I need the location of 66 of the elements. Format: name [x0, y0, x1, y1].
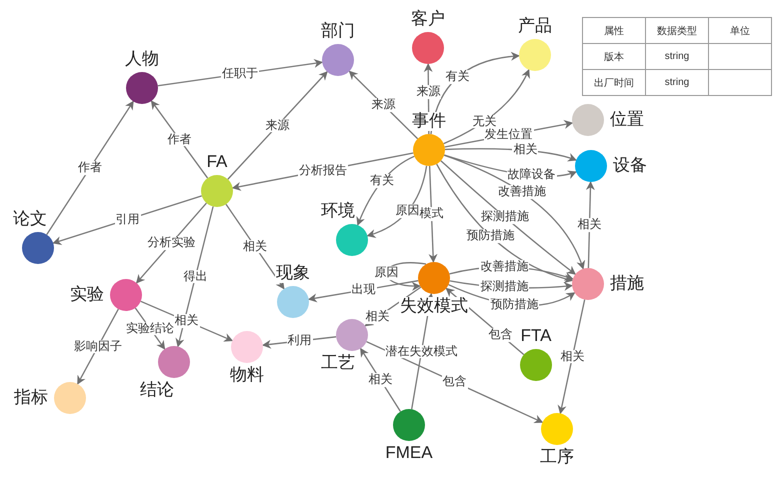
table-cell: string: [646, 70, 708, 96]
edge-label: 分析实验: [146, 236, 196, 250]
edge-label: 相关: [560, 350, 586, 364]
edge-label: 模式: [418, 207, 444, 221]
edge-label: 出现: [350, 283, 376, 297]
edge-label: 包含: [488, 328, 514, 342]
edge-label: 探测措施: [479, 280, 530, 294]
table-cell: string: [646, 44, 708, 70]
edge-label: 作者: [77, 161, 103, 175]
edge-label: 包含: [442, 375, 468, 389]
table-cell: 版本: [582, 44, 646, 70]
node-label: 客户: [410, 10, 446, 29]
edge-label: 潜在失效模式: [384, 344, 458, 358]
edge-label: 无关: [471, 114, 498, 128]
edge-label: 任职于: [221, 67, 259, 81]
edge-label: 来源: [370, 98, 396, 112]
edge-label: 原因: [394, 204, 420, 218]
edge-label: 预防措施: [489, 298, 540, 312]
node-label: 指标: [13, 388, 49, 408]
edge-label: 相关: [368, 373, 394, 387]
edge-label: 相关: [364, 310, 390, 324]
edge-label: 利用: [286, 334, 312, 348]
node-label: 位置: [609, 110, 645, 130]
edge-label: 作者: [166, 132, 192, 146]
edge-label: 原因: [373, 266, 400, 280]
edge-label: 相关: [576, 218, 602, 232]
edge-label: 得出: [182, 270, 208, 284]
edge-label: 改善措施: [496, 186, 547, 200]
edge-label: 发生位置: [484, 128, 534, 142]
edge-label: 预防措施: [466, 229, 516, 243]
table-cell: 出厂时间: [582, 70, 646, 96]
node-label: 产品: [517, 17, 553, 36]
node-label: 失效模式: [399, 297, 469, 316]
arrow: [227, 71, 328, 180]
node-label: 人物: [124, 50, 160, 69]
node-label: 实验: [69, 286, 105, 304]
edge-label: 改善措施: [479, 260, 530, 274]
edge-label: 来源: [264, 118, 290, 132]
edge-label: 影响因子: [73, 340, 123, 354]
edge-label: 分析报告: [298, 164, 348, 178]
edge-label: 引用: [114, 212, 140, 226]
node-label: 现象: [275, 264, 311, 283]
edge-label: 相关: [242, 240, 268, 254]
edge-label: 来源: [415, 85, 442, 99]
table-header-cell: 单位: [708, 18, 772, 44]
edge-label: 探测措施: [480, 210, 530, 224]
edge-label: 有关: [369, 174, 395, 188]
edge-label: 相关: [512, 144, 538, 158]
edge-label: 相关: [174, 314, 200, 328]
node-label: 环境: [320, 202, 356, 221]
table-header-cell: 数据类型: [646, 18, 708, 44]
arrow: [46, 100, 134, 235]
table-header-cell: 属性: [582, 18, 646, 44]
node-label: 物料: [229, 366, 265, 385]
node-label: 工序: [539, 448, 575, 467]
node-label: 结论: [139, 381, 175, 400]
node-label: 事件: [411, 112, 447, 131]
edge-label: 有关: [444, 70, 470, 84]
arrow: [558, 300, 586, 414]
edge-label: 实验结论: [125, 322, 175, 336]
node-label: 设备: [612, 156, 648, 176]
arrow: [444, 154, 585, 270]
edge-label: 故障设备: [506, 168, 557, 182]
node-label: 部门: [320, 22, 356, 41]
node-label: 措施: [609, 274, 645, 294]
node-label: 论文: [12, 210, 48, 229]
